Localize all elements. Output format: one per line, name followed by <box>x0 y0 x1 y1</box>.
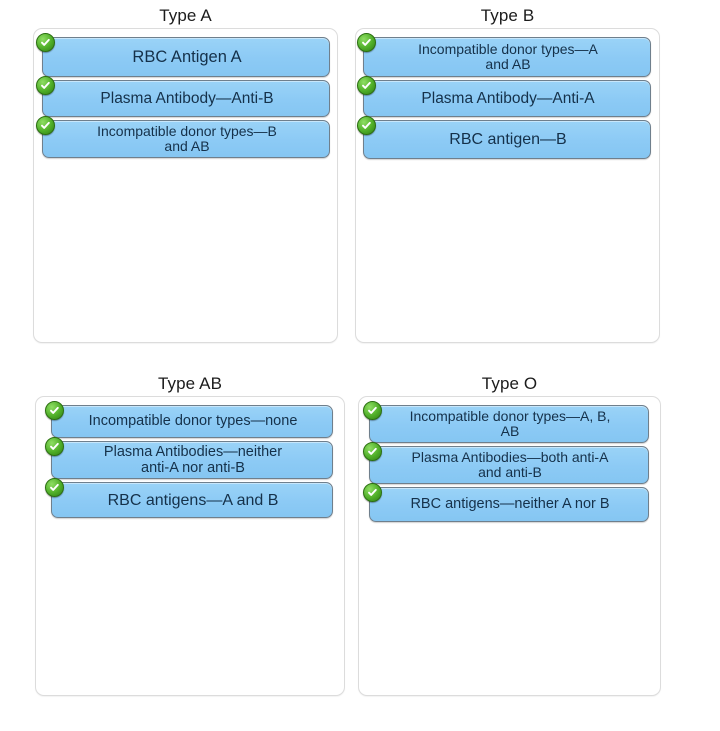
card-label: Incompatible donor types—A and AB <box>418 41 598 72</box>
card-type-b-0[interactable]: Incompatible donor types—A and AB <box>357 33 651 77</box>
card-label: RBC antigens—neither A nor B <box>410 496 610 512</box>
check-circle-icon <box>36 116 55 135</box>
check-circle-icon <box>357 33 376 52</box>
card-type-ab-1[interactable]: Plasma Antibodies—neither anti-A nor ant… <box>45 437 333 479</box>
card-type-b-2[interactable]: RBC antigen—B <box>357 116 651 159</box>
check-circle-icon <box>36 33 55 52</box>
card-list-type-b: Incompatible donor types—A and AB Plasma… <box>357 33 651 162</box>
card-label: RBC antigen—B <box>449 131 567 148</box>
panel-type-b: Incompatible donor types—A and AB Plasma… <box>355 28 660 343</box>
group-type-o: Type O Incompatible donor types—A, B, AB… <box>358 374 661 696</box>
card-list-type-o: Incompatible donor types—A, B, AB Plasma… <box>363 401 649 525</box>
card-type-ab-0[interactable]: Incompatible donor types—none <box>45 401 333 438</box>
check-circle-icon <box>45 478 64 497</box>
card-label: Plasma Antibodies—neither anti-A nor ant… <box>103 444 283 476</box>
card-label: Incompatible donor types—A, B, AB <box>409 408 611 439</box>
group-title-type-a: Type A <box>159 6 212 25</box>
card-type-o-1[interactable]: Plasma Antibodies—both anti-A and anti-B <box>363 442 649 484</box>
panel-type-a: RBC Antigen A Plasma Antibody—Anti-B Inc… <box>33 28 338 343</box>
group-title-type-b: Type B <box>480 6 535 25</box>
check-circle-icon <box>36 76 55 95</box>
group-type-ab: Type AB Incompatible donor types—none Pl… <box>35 374 345 696</box>
check-circle-icon <box>363 483 382 502</box>
panel-type-o: Incompatible donor types—A, B, AB Plasma… <box>358 396 661 696</box>
check-circle-icon <box>363 401 382 420</box>
card-list-type-ab: Incompatible donor types—none Plasma Ant… <box>45 401 333 521</box>
card-type-a-1[interactable]: Plasma Antibody—Anti-B <box>36 76 330 117</box>
check-circle-icon <box>357 76 376 95</box>
check-circle-icon <box>45 437 64 456</box>
card-type-a-2[interactable]: Incompatible donor types—B and AB <box>36 116 330 158</box>
card-label: Incompatible donor types—B and AB <box>97 123 277 154</box>
card-type-a-0[interactable]: RBC Antigen A <box>36 33 330 77</box>
check-circle-icon <box>45 401 64 420</box>
card-type-o-0[interactable]: Incompatible donor types—A, B, AB <box>363 401 649 443</box>
card-label: Plasma Antibody—Anti-A <box>421 90 595 107</box>
card-list-type-a: RBC Antigen A Plasma Antibody—Anti-B Inc… <box>36 33 330 161</box>
card-label: Incompatible donor types—none <box>88 413 298 429</box>
check-circle-icon <box>357 116 376 135</box>
group-title-type-o: Type O <box>481 374 538 393</box>
card-label: Plasma Antibody—Anti-B <box>100 90 274 107</box>
card-label: RBC antigens—A and B <box>107 491 279 509</box>
card-type-b-1[interactable]: Plasma Antibody—Anti-A <box>357 76 651 117</box>
check-circle-icon <box>363 442 382 461</box>
card-type-o-2[interactable]: RBC antigens—neither A nor B <box>363 483 649 522</box>
card-type-ab-2[interactable]: RBC antigens—A and B <box>45 478 333 518</box>
group-type-a: Type A RBC Antigen A Plasma Antibody—Ant… <box>33 6 338 343</box>
group-type-b: Type B Incompatible donor types—A and AB… <box>355 6 660 343</box>
group-title-type-ab: Type AB <box>157 374 223 393</box>
panel-type-ab: Incompatible donor types—none Plasma Ant… <box>35 396 345 696</box>
card-label: Plasma Antibodies—both anti-A and anti-B <box>411 449 609 480</box>
card-label: RBC Antigen A <box>132 47 242 66</box>
